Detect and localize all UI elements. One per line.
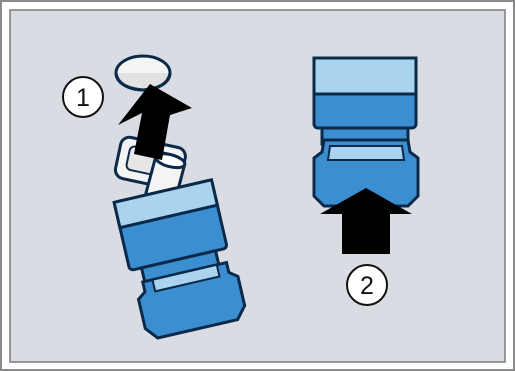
arrow-up-icon: [320, 188, 412, 254]
step-2-group: 2: [312, 56, 420, 306]
step-1-number: 1: [76, 84, 90, 112]
step-1-group: 1: [62, 54, 247, 340]
step-2-callout: 2: [346, 264, 388, 306]
arrow-up-icon: [118, 84, 192, 160]
cap-top-icon: [114, 54, 172, 92]
connector-right-icon: [312, 56, 420, 208]
step-1-callout: 1: [62, 76, 104, 118]
step-2-number: 2: [360, 272, 374, 300]
connector-left-icon: [112, 178, 247, 340]
diagram-panel: [9, 9, 506, 363]
